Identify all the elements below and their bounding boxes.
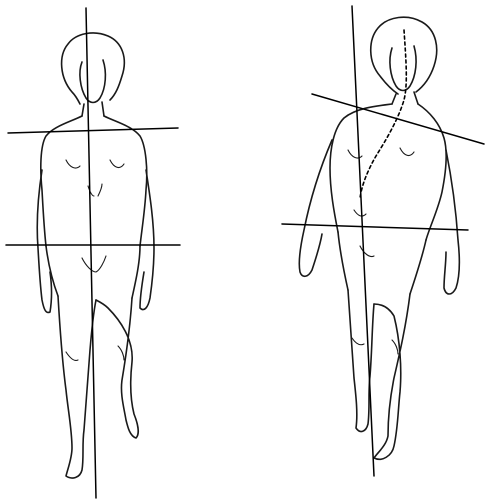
hair xyxy=(371,17,437,94)
hair xyxy=(62,33,125,104)
normal-posture-figure xyxy=(6,8,180,498)
left-leg xyxy=(348,290,374,431)
chest-detail xyxy=(66,160,124,196)
right-arm xyxy=(140,170,154,310)
tilted-shoulder-line xyxy=(312,94,484,144)
chest-detail xyxy=(348,148,414,216)
right-leg xyxy=(96,298,138,438)
hips xyxy=(46,246,140,298)
left-arm xyxy=(37,170,51,313)
neck xyxy=(82,102,104,116)
tilted-posture-figure xyxy=(282,6,484,476)
face xyxy=(390,46,416,91)
left-leg xyxy=(58,296,96,478)
left-arm xyxy=(299,140,332,276)
vertical-plumb-line xyxy=(86,8,96,498)
right-leg xyxy=(374,294,410,459)
torso-right-side xyxy=(104,116,147,246)
torso-right-side xyxy=(418,104,446,240)
hips xyxy=(338,232,426,294)
pelvis-detail xyxy=(360,246,374,257)
face xyxy=(80,60,105,103)
torso-left-side xyxy=(41,116,82,246)
hip-line xyxy=(282,224,468,230)
pelvis-detail xyxy=(82,256,106,272)
right-arm xyxy=(444,150,459,294)
knee-detail xyxy=(66,346,124,361)
vertical-plumb-line xyxy=(352,6,374,476)
shoulder-line xyxy=(8,128,178,133)
knee-detail xyxy=(352,338,398,354)
